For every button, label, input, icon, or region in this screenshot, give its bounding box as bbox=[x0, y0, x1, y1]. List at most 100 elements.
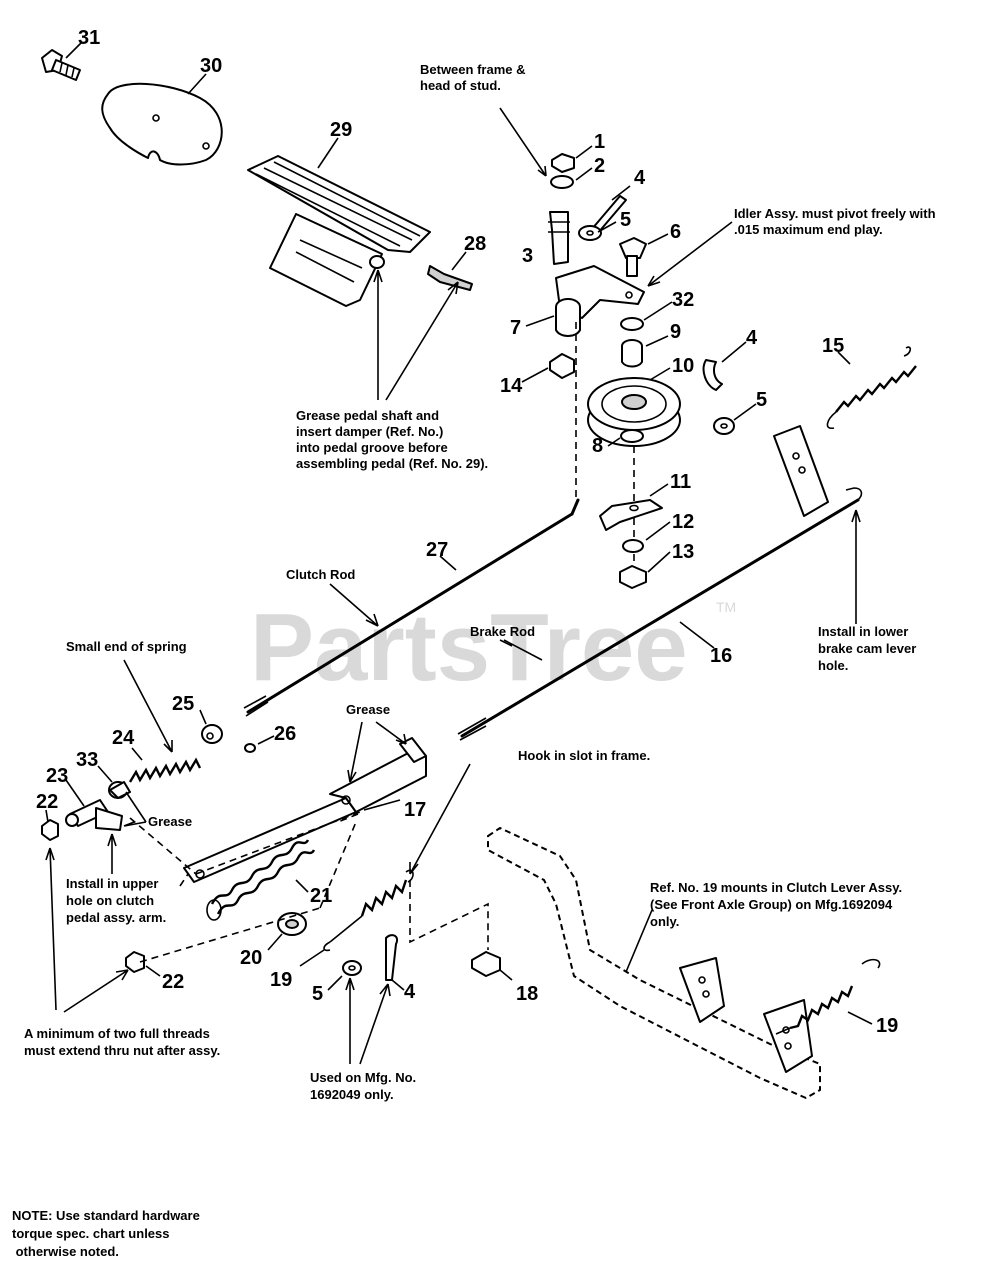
leader-7 bbox=[525, 315, 555, 327]
part-30-pedal-pad bbox=[101, 82, 223, 166]
part-12-washer bbox=[622, 539, 644, 553]
callout-4-top: 4 bbox=[634, 167, 646, 189]
brake-cam-lever bbox=[773, 425, 829, 517]
part-22-nut-top bbox=[41, 819, 59, 841]
part-14-nut bbox=[549, 353, 575, 379]
callout-3: 3 bbox=[522, 245, 533, 267]
part-18-nut bbox=[471, 951, 501, 977]
svg-text:hole.: hole. bbox=[818, 658, 848, 673]
leader-12 bbox=[645, 521, 671, 541]
leader-28 bbox=[451, 251, 467, 271]
callout-14: 14 bbox=[500, 375, 523, 397]
leader-15 bbox=[837, 351, 851, 365]
svg-text:.015 maximum end play.: .015 maximum end play. bbox=[734, 222, 883, 237]
leader-22a bbox=[45, 809, 49, 823]
watermark: PartsTree bbox=[250, 594, 688, 701]
leader-31 bbox=[65, 41, 83, 59]
svg-text:Install in lower: Install in lower bbox=[818, 624, 908, 639]
part-27-clutch-rod bbox=[243, 498, 580, 717]
leader-idler-assy bbox=[647, 221, 733, 287]
part-7-idler-arm bbox=[555, 265, 645, 337]
part-19-spring-left bbox=[323, 869, 414, 952]
svg-text:1692049 only.: 1692049 only. bbox=[310, 1087, 394, 1102]
leader-used-on bbox=[345, 977, 391, 1065]
callout-28: 28 bbox=[464, 233, 486, 255]
leader-grease-side bbox=[123, 821, 147, 827]
leader-14 bbox=[521, 367, 549, 383]
callout-11: 11 bbox=[670, 471, 691, 493]
part-20-nut bbox=[277, 912, 307, 936]
leader-4b bbox=[721, 341, 747, 363]
note-between-frame: Between frame & head of stud. bbox=[420, 62, 525, 93]
leader-22b bbox=[145, 965, 161, 977]
note-idler-assy: Idler Assy. must pivot freely with .015 … bbox=[734, 206, 936, 237]
part-17-pedal-arm bbox=[183, 737, 427, 883]
label-grease-side: Grease bbox=[148, 814, 192, 829]
leader-8 bbox=[607, 437, 621, 447]
dash-spring-to-nut bbox=[139, 821, 357, 963]
part-25-collar bbox=[201, 724, 223, 744]
svg-text:Grease pedal shaft and: Grease pedal shaft and bbox=[296, 408, 439, 423]
note-hardware: NOTE: Use standard hardware torque spec.… bbox=[12, 1208, 200, 1259]
note-small-end-spring: Small end of spring bbox=[66, 639, 187, 654]
callout-4-right: 4 bbox=[746, 327, 758, 349]
svg-text:Between frame &: Between frame & bbox=[420, 62, 525, 77]
note-install-upper: Install in upper hole on clutch pedal as… bbox=[66, 876, 166, 925]
leader-25 bbox=[199, 709, 207, 725]
part-15-spring bbox=[826, 346, 917, 430]
part-33-bushing bbox=[108, 781, 131, 799]
part-16-brake-rod bbox=[457, 487, 863, 741]
leader-min-threads bbox=[45, 847, 129, 1013]
leader-1 bbox=[575, 145, 593, 159]
leader-5b bbox=[733, 403, 757, 421]
part-11-bracket bbox=[599, 499, 663, 531]
leader-10 bbox=[649, 367, 671, 381]
leader-clutch-rod bbox=[329, 583, 379, 627]
part-3-stud bbox=[548, 211, 570, 265]
dash-arm-17 bbox=[337, 813, 359, 823]
part-24-spring bbox=[128, 757, 202, 783]
part-6-bolt bbox=[619, 237, 647, 277]
part-32-washer bbox=[620, 317, 644, 331]
note-used-on: Used on Mfg. No. 1692049 only. bbox=[310, 1070, 416, 1102]
callout-26: 26 bbox=[274, 723, 296, 745]
leader-4c bbox=[391, 979, 405, 991]
part-1-nut bbox=[551, 153, 575, 173]
leader-27 bbox=[439, 555, 457, 571]
leader-23 bbox=[65, 779, 85, 807]
callout-9: 9 bbox=[670, 321, 681, 343]
svg-text:Used on Mfg. No.: Used on Mfg. No. bbox=[310, 1070, 416, 1085]
callout-2: 2 bbox=[594, 155, 605, 177]
callout-32: 32 bbox=[672, 289, 694, 311]
callout-24: 24 bbox=[112, 727, 135, 749]
callout-21: 21 bbox=[310, 885, 332, 907]
part-2-washer bbox=[550, 175, 574, 189]
svg-text:must extend thru nut after ass: must extend thru nut after assy. bbox=[24, 1043, 220, 1058]
label-clutch-rod: Clutch Rod bbox=[286, 567, 355, 582]
part-9-spacer bbox=[621, 339, 643, 368]
leader-ref19 bbox=[625, 909, 653, 973]
leader-6 bbox=[647, 233, 669, 245]
leader-hook-slot bbox=[409, 763, 471, 875]
svg-text:insert damper (Ref. No.): insert damper (Ref. No.) bbox=[296, 424, 443, 439]
leader-4a bbox=[611, 185, 631, 201]
part-5-washer-right bbox=[713, 417, 735, 435]
clutch-lever-assy bbox=[487, 827, 821, 1099]
callout-6: 6 bbox=[670, 221, 681, 243]
leader-20 bbox=[267, 933, 283, 951]
callout-16: 16 bbox=[710, 645, 732, 667]
note-install-lower: Install in lower brake cam lever hole. bbox=[818, 624, 916, 673]
callout-23: 23 bbox=[46, 765, 68, 787]
svg-text:Install in upper: Install in upper bbox=[66, 876, 158, 891]
leader-13 bbox=[647, 551, 671, 573]
callout-33: 33 bbox=[76, 749, 98, 771]
leader-5c bbox=[327, 975, 343, 991]
leader-24 bbox=[131, 747, 143, 761]
svg-text:A minimum of two full threads: A minimum of two full threads bbox=[24, 1026, 210, 1041]
callout-19-left: 19 bbox=[270, 969, 292, 991]
callout-1: 1 bbox=[594, 131, 605, 153]
leader-grease-pedal-a bbox=[373, 269, 383, 400]
note-grease-pedal: Grease pedal shaft and insert damper (Re… bbox=[296, 408, 488, 471]
leader-grease-pedal-b bbox=[385, 281, 459, 401]
callout-17: 17 bbox=[404, 799, 426, 821]
